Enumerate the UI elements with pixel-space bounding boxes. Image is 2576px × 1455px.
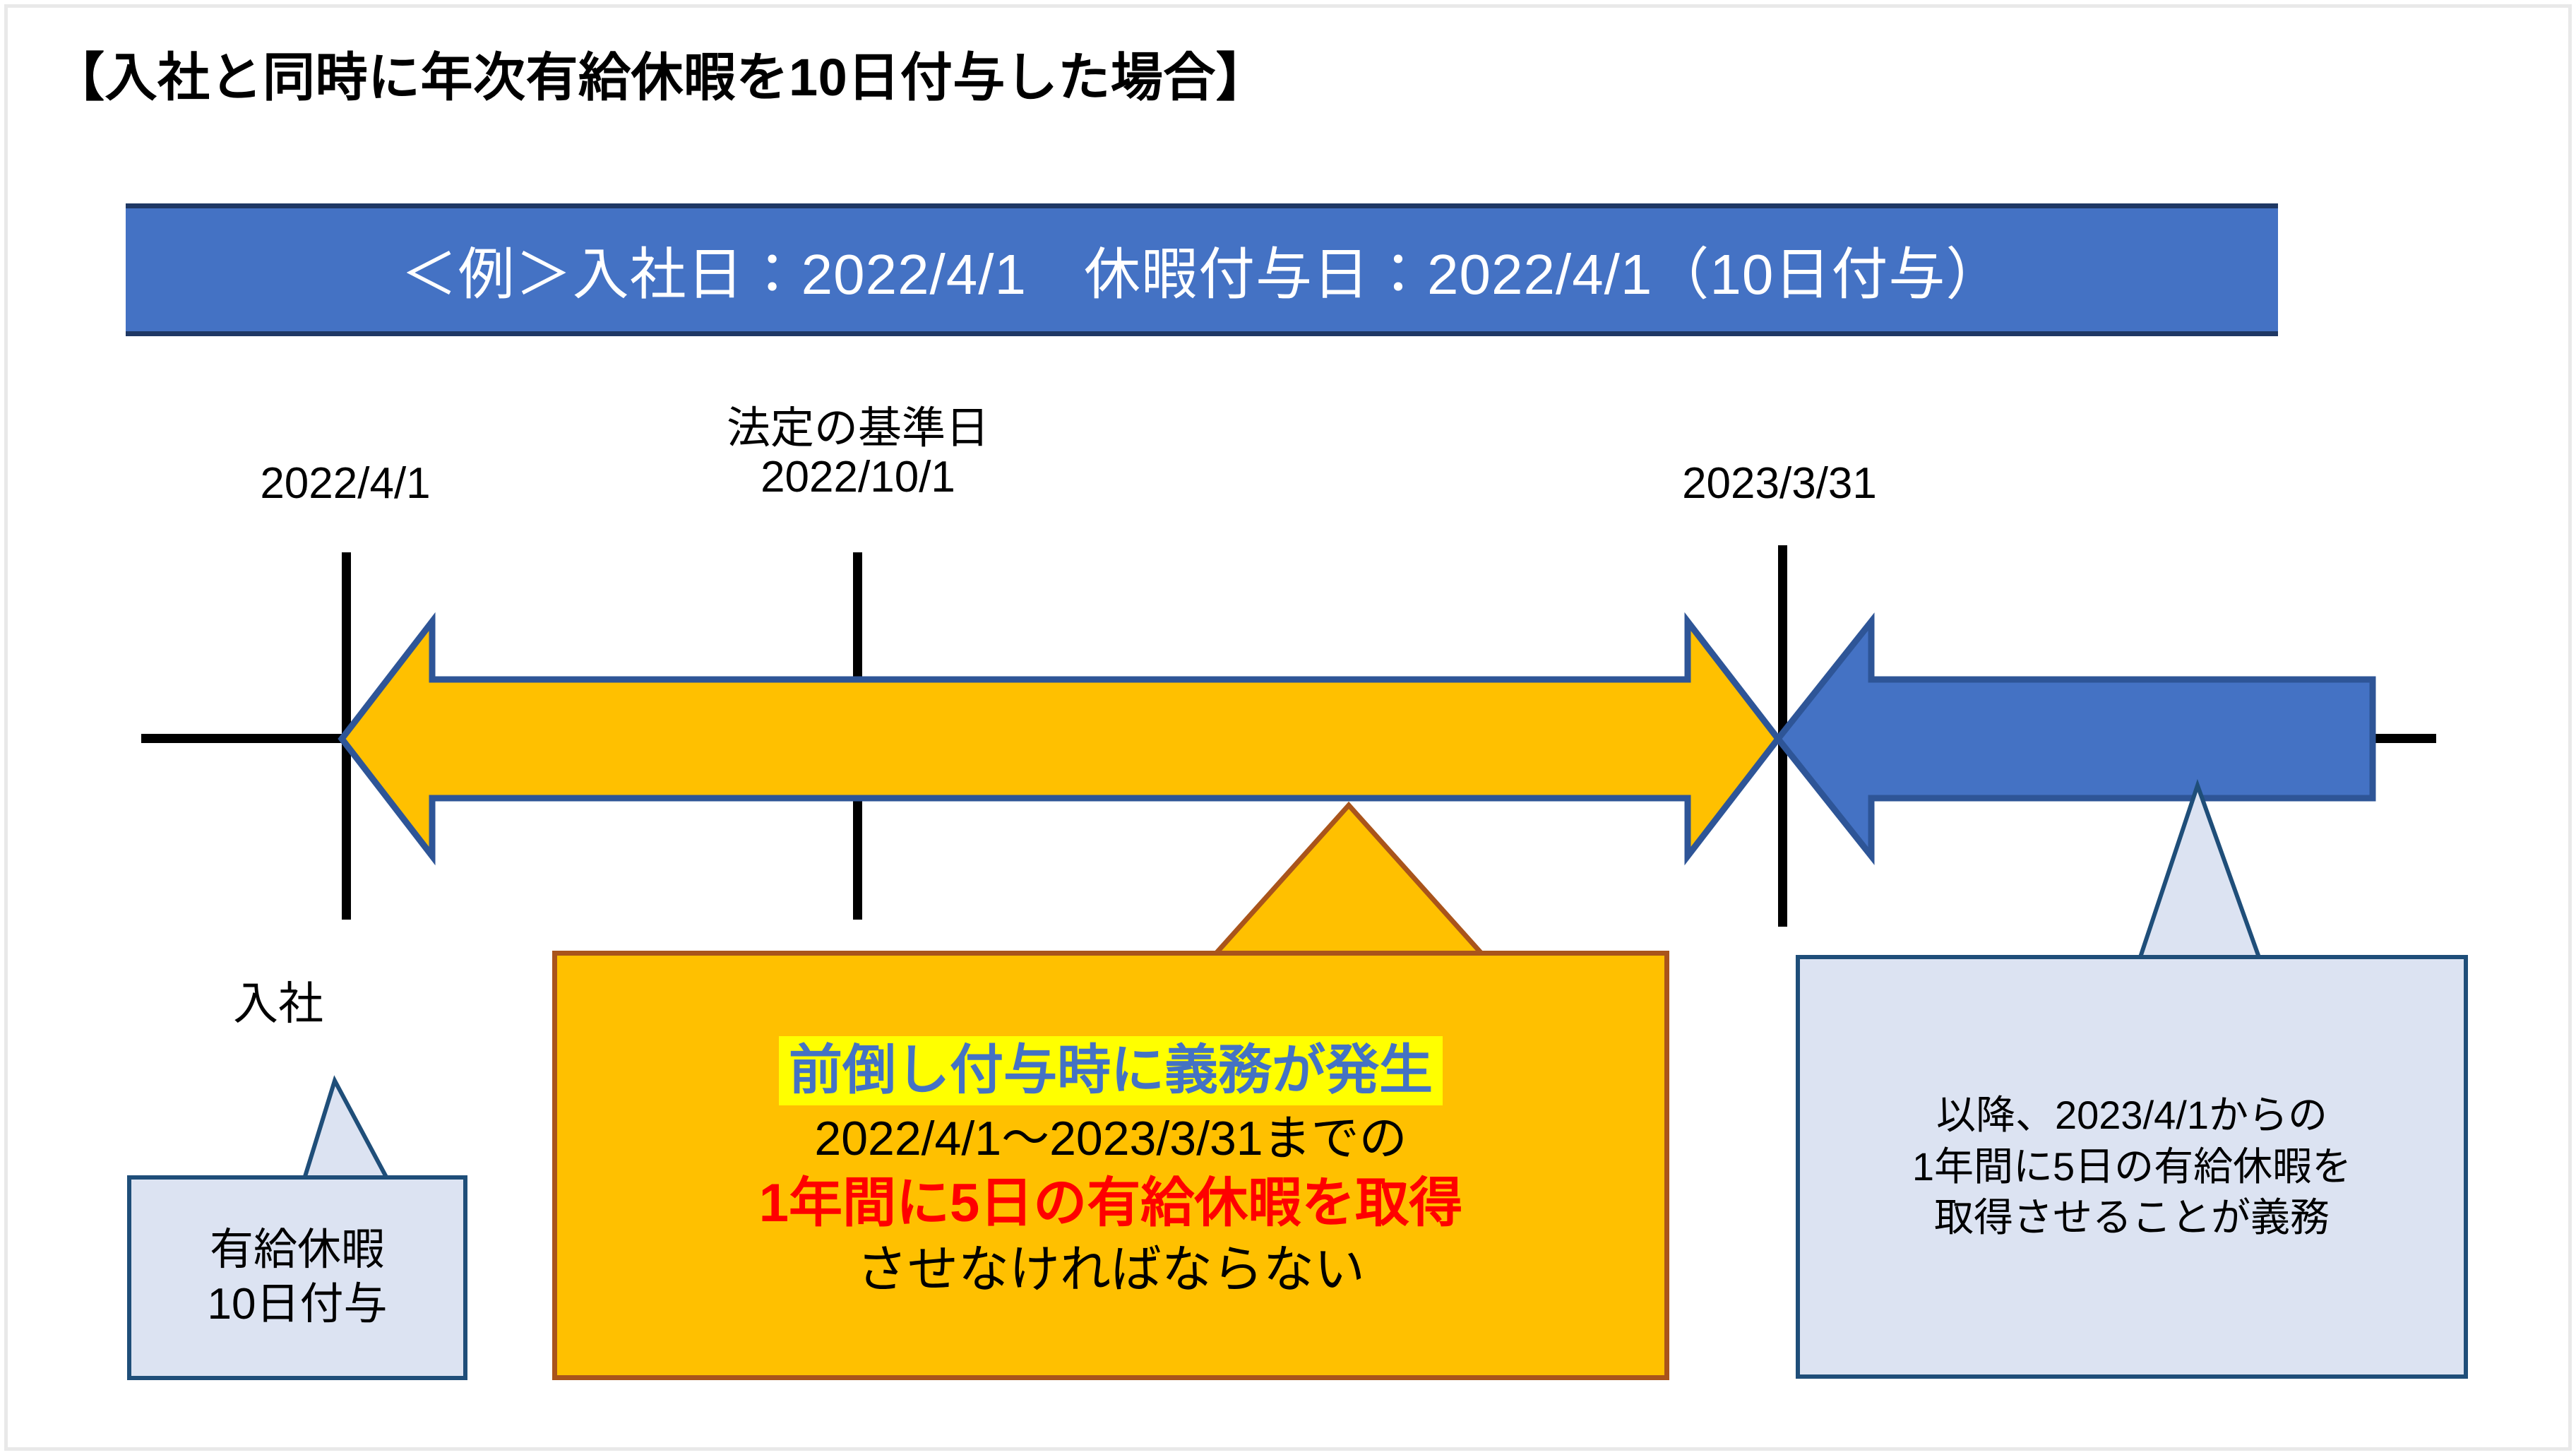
left-callout-box: 有給休暇 10日付与 xyxy=(127,1175,467,1380)
timeline-tick-2022-04-01 xyxy=(342,552,351,920)
timeline-label-start-date: 2022/4/1 xyxy=(260,459,431,508)
orange-callout-pointer xyxy=(1209,801,1489,958)
right-callout-line-3: 取得させることが義務 xyxy=(1934,1195,2330,1240)
timeline-tick-2022-10-01 xyxy=(853,552,862,920)
timeline-axis xyxy=(141,734,2436,743)
left-callout-line-2: 10日付与 xyxy=(207,1280,388,1329)
left-callout-line-1: 有給休暇 xyxy=(209,1225,385,1275)
right-callout-pointer xyxy=(2136,778,2263,961)
timeline-label-statutory-heading: 法定の基準日 xyxy=(726,404,989,453)
timeline-label-statutory: 法定の基準日 2022/10/1 xyxy=(664,404,1052,502)
timeline-label-statutory-date: 2022/10/1 xyxy=(761,453,955,502)
orange-callout-period: 2022/4/1～2023/3/31までの xyxy=(814,1112,1407,1166)
orange-callout-headline: 前倒し付与時に義務が発生 xyxy=(779,1036,1443,1106)
timeline-tick-2023-03-31 xyxy=(1778,545,1787,927)
entry-label: 入社 xyxy=(233,978,323,1029)
right-callout-box: 以降、2023/4/1からの 1年間に5日の有給休暇を 取得させることが義務 xyxy=(1796,955,2468,1379)
timeline-label-end-date: 2023/3/31 xyxy=(1682,459,1877,508)
right-callout-line-1: 以降、2023/4/1からの xyxy=(1936,1092,2327,1137)
right-callout-line-2: 1年間に5日の有給休暇を xyxy=(1912,1144,2352,1189)
orange-callout-requirement: 1年間に5日の有給休暇を取得 xyxy=(758,1173,1463,1234)
page-title: 【入社と同時に年次有給休暇を10日付与した場合】 xyxy=(52,48,1269,107)
timeline-label-end: 2023/3/31 xyxy=(1610,459,1949,508)
example-banner: ＜例＞入社日：2022/4/1 休暇付与日：2022/4/1（10日付与） xyxy=(126,203,2278,336)
timeline-label-start: 2022/4/1 xyxy=(193,459,497,508)
example-banner-text: ＜例＞入社日：2022/4/1 休暇付与日：2022/4/1（10日付与） xyxy=(400,243,2003,306)
orange-callout-obligation: させなければならない xyxy=(856,1241,1365,1298)
orange-callout-box: 前倒し付与時に義務が発生 2022/4/1～2023/3/31までの 1年間に5… xyxy=(552,951,1669,1380)
left-callout-pointer xyxy=(300,1075,393,1183)
